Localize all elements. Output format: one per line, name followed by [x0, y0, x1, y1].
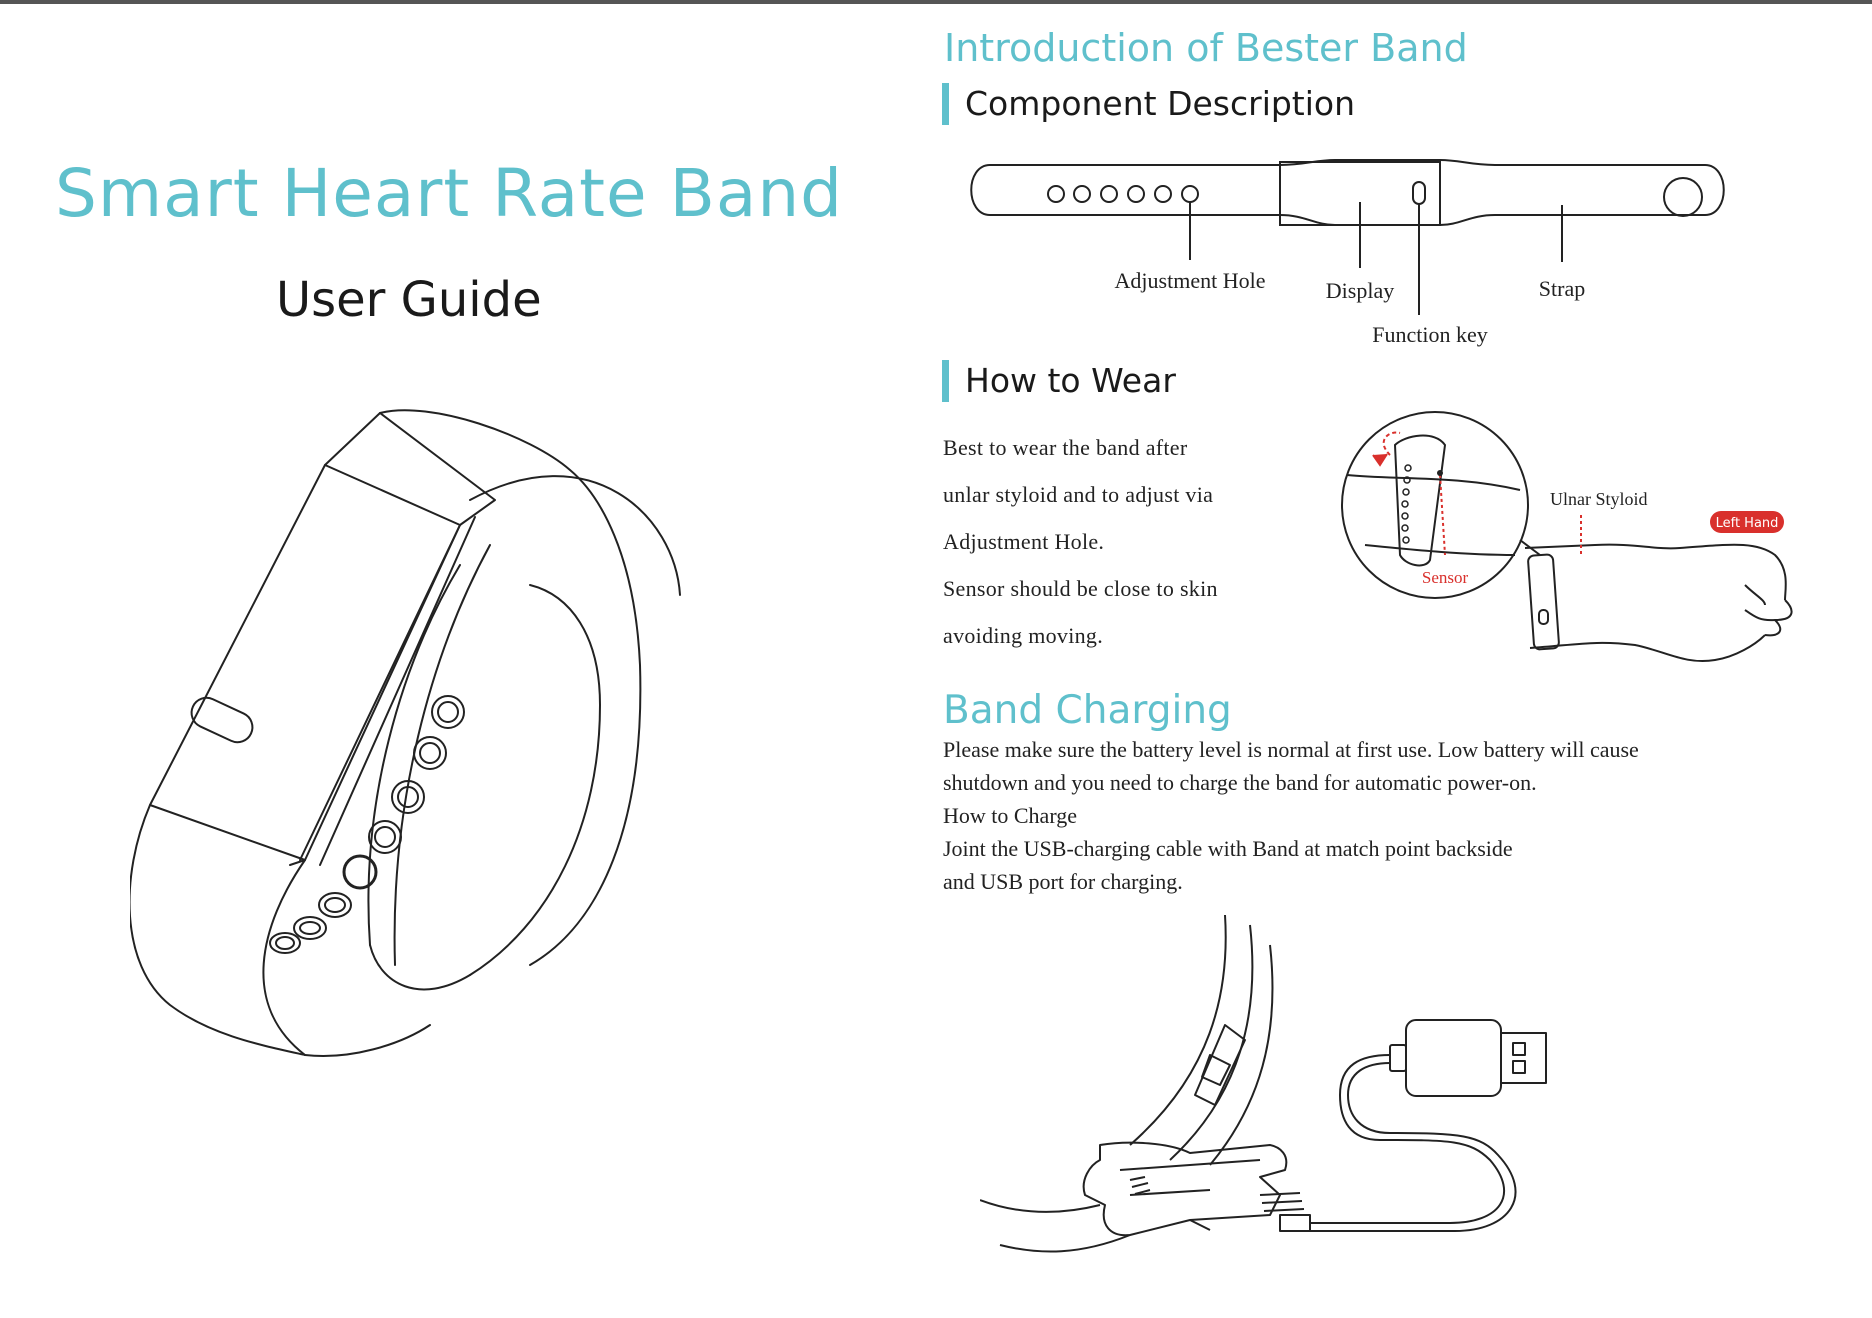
- adjustment-holes: [269, 695, 465, 954]
- intro-title: Introduction of Bester Band: [944, 26, 1468, 70]
- label-left-hand: Left Hand: [1716, 516, 1779, 531]
- wear-line: Sensor should be close to skin: [943, 576, 1218, 601]
- top-rule: [0, 0, 1872, 4]
- label-display: Display: [1326, 278, 1394, 303]
- charging-line: Joint the USB-charging cable with Band a…: [943, 836, 1513, 861]
- label-adjustment-hole: Adjustment Hole: [1115, 268, 1266, 293]
- cover-subtitle: User Guide: [276, 272, 542, 328]
- charging-diagram: [980, 915, 1547, 1253]
- band-illustration: [130, 409, 681, 1057]
- left-hand-badge: [1710, 511, 1784, 533]
- label-function-key: Function key: [1372, 322, 1488, 347]
- label-ulnar-styloid: Ulnar Styloid: [1550, 489, 1648, 509]
- charging-title: Band Charging: [943, 688, 1232, 733]
- wear-diagram: Sensor Ulnar Styloid Left Hand: [1341, 411, 1793, 662]
- label-strap: Strap: [1539, 276, 1585, 301]
- charging-instructions: Please make sure the battery level is no…: [943, 733, 1843, 898]
- wear-line: Best to wear the band after: [943, 435, 1188, 460]
- wear-line: Adjustment Hole.: [943, 529, 1105, 554]
- cover-title: Smart Heart Rate Band: [55, 155, 844, 232]
- charging-line: and USB port for charging.: [943, 869, 1183, 894]
- charging-line: How to Charge: [943, 803, 1078, 828]
- component-diagram: Adjustment Hole Display Strap Function k…: [970, 159, 1725, 347]
- section-heading-wear: How to Wear: [942, 360, 1176, 402]
- charging-line: Please make sure the battery level is no…: [943, 737, 1639, 762]
- wear-instructions: Best to wear the band after unlar styloi…: [943, 430, 1343, 665]
- section-heading-component: Component Description: [942, 83, 1355, 125]
- charging-line: shutdown and you need to charge the band…: [943, 770, 1537, 795]
- wear-line: avoiding moving.: [943, 623, 1104, 648]
- wear-line: unlar styloid and to adjust via: [943, 482, 1214, 507]
- label-sensor: Sensor: [1422, 568, 1469, 587]
